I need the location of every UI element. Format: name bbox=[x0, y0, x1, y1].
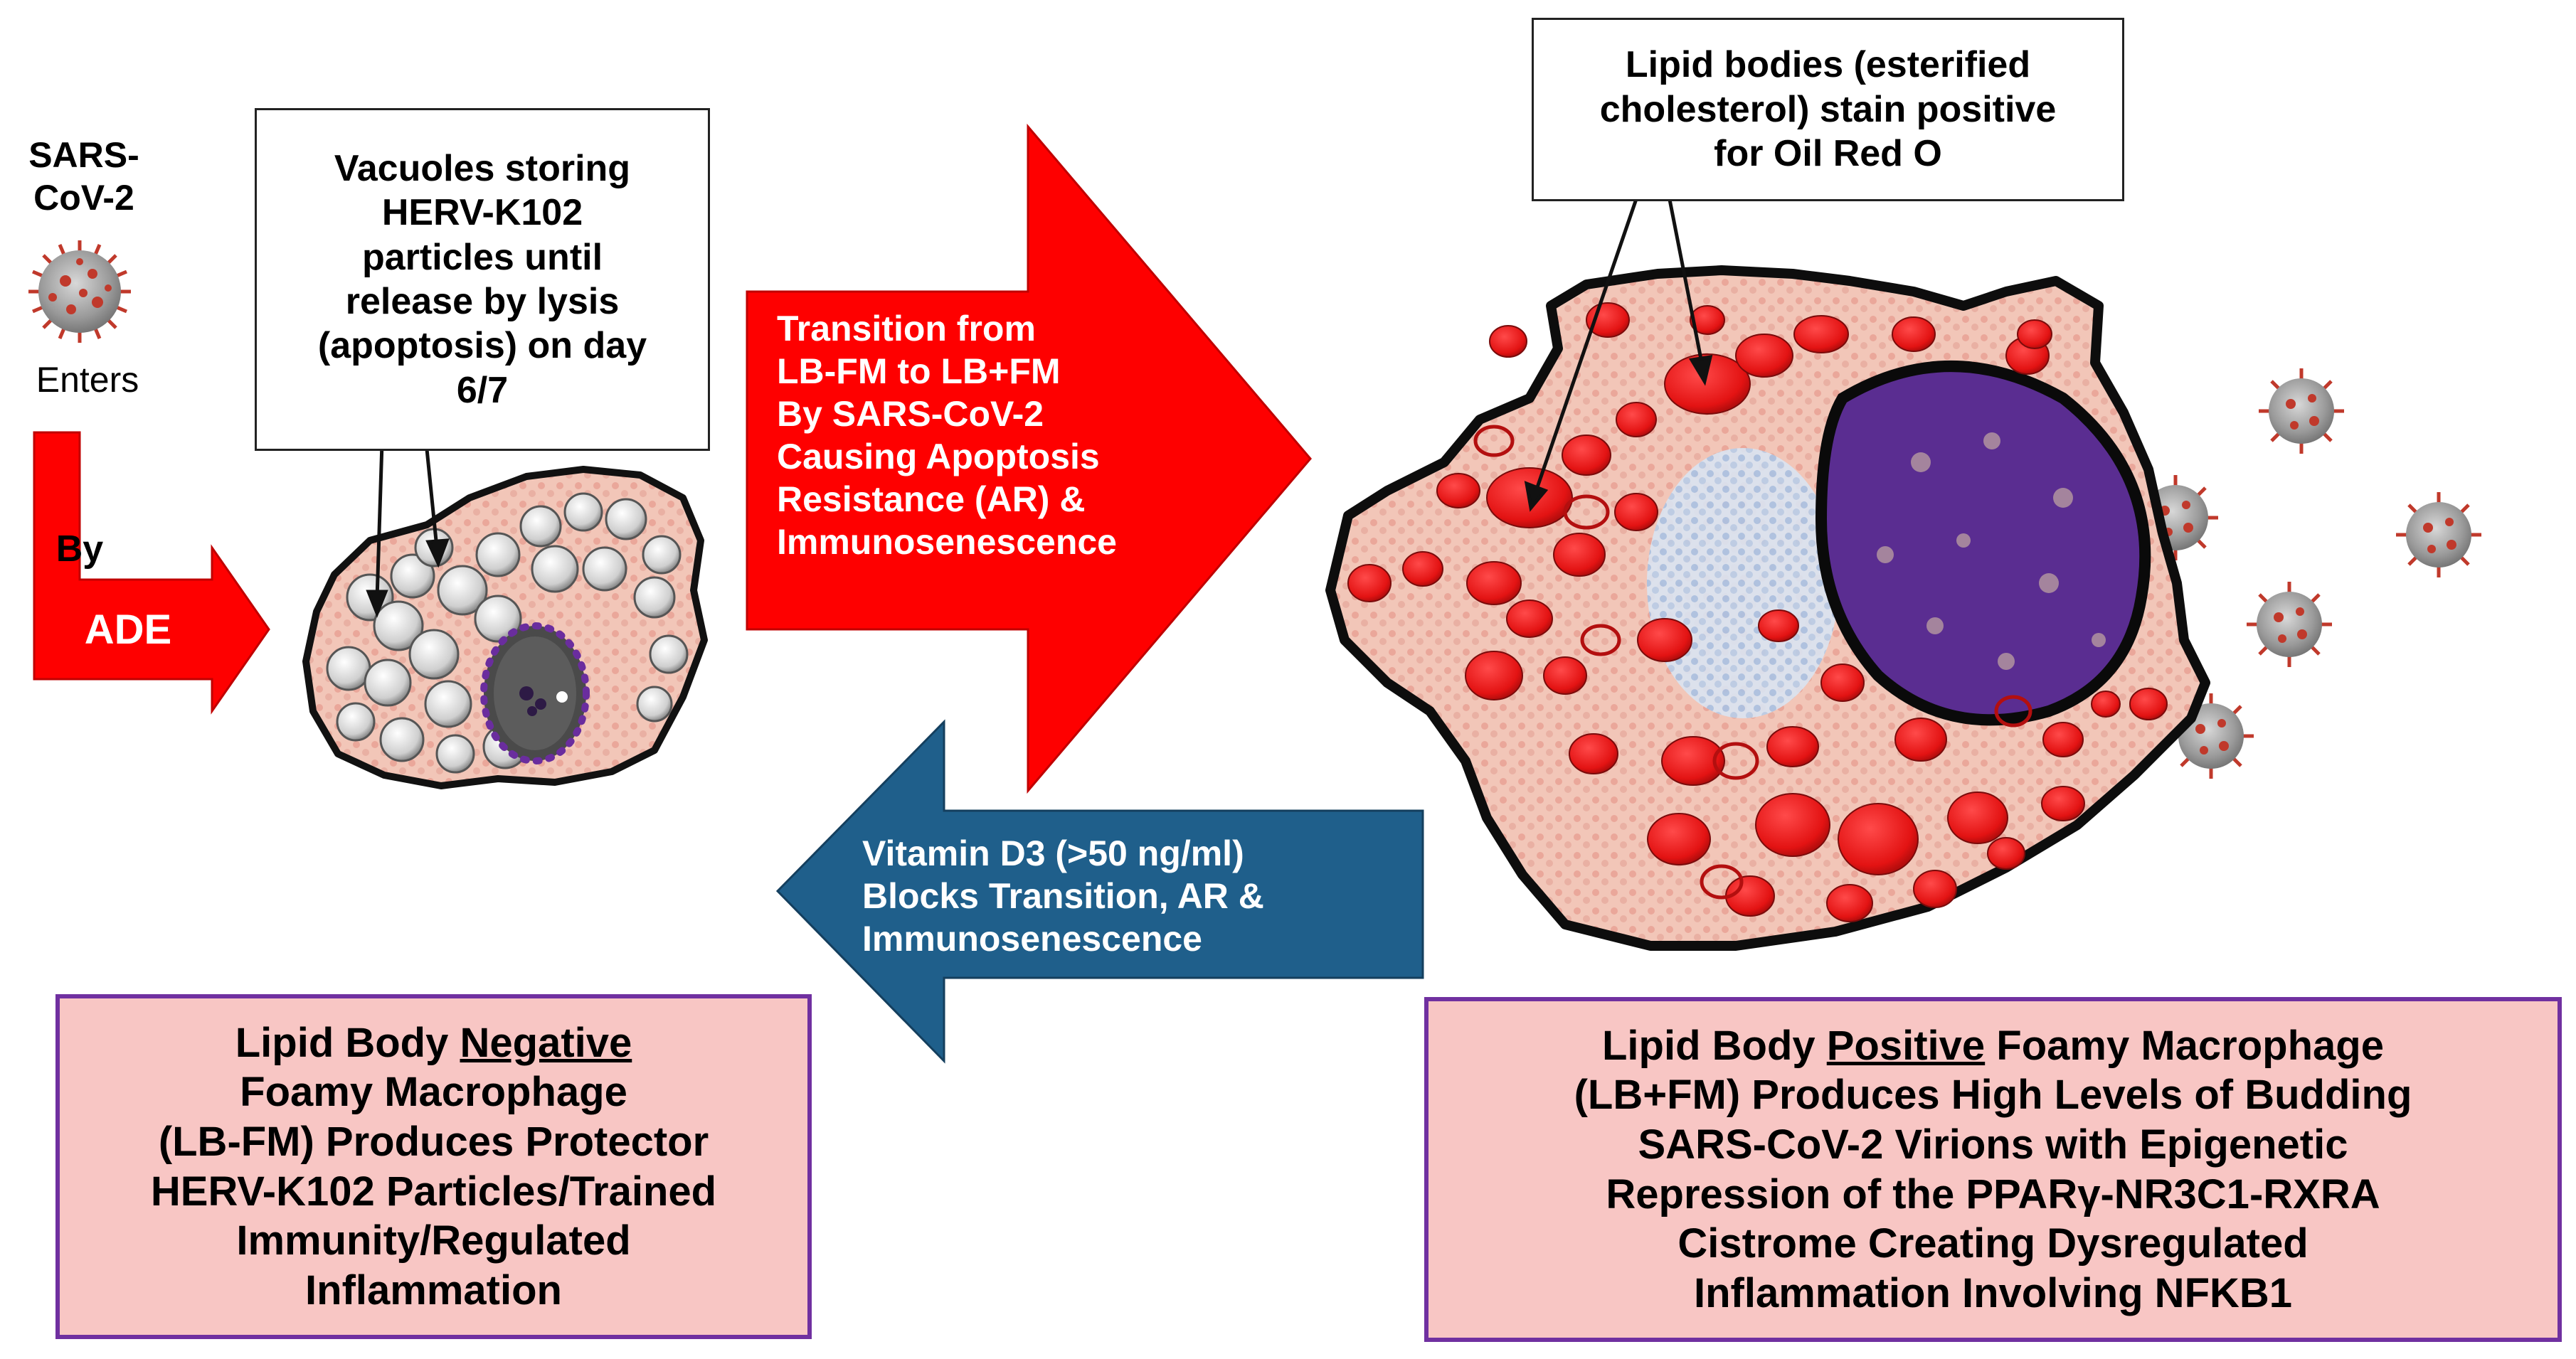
ade-arrow bbox=[33, 431, 270, 715]
positive-box-line: Inflammation Involving NFKB1 bbox=[1693, 1269, 2293, 1316]
negative-box-line: Foamy Macrophage bbox=[240, 1069, 627, 1116]
lb-plus-fm-description-box: Lipid Body Positive Foamy Macrophage (LB… bbox=[1424, 997, 2562, 1342]
budding-virion-icon bbox=[2396, 492, 2481, 577]
lb-fm-macrophage bbox=[302, 466, 708, 789]
budding-virion-icon bbox=[2259, 368, 2344, 454]
virus-label: SARS- CoV-2 bbox=[6, 134, 162, 219]
positive-box-title: Lipid Body Positive Foamy Macrophage bbox=[1602, 1021, 2384, 1071]
positive-emphasis: Positive bbox=[1826, 1022, 1986, 1069]
positive-box-prefix: Lipid Body bbox=[1602, 1022, 1827, 1069]
transition-arrow-shape bbox=[746, 123, 1312, 794]
by-label: By bbox=[55, 528, 104, 570]
positive-box-line: SARS-CoV-2 Virions with Epigenetic bbox=[1638, 1121, 2348, 1168]
vitamin-line: Blocks Transition, AR & bbox=[862, 876, 1264, 916]
transition-line: LB-FM to LB+FM bbox=[777, 351, 1061, 391]
vacuole-callout-line: Vacuoles storing bbox=[334, 147, 631, 189]
negative-box-line: HERV-K102 Particles/Trained bbox=[150, 1168, 717, 1215]
transition-line: By SARS-CoV-2 bbox=[777, 394, 1044, 434]
vacuole-callout-line: HERV-K102 bbox=[381, 192, 583, 234]
transition-line: Resistance (AR) & bbox=[777, 479, 1086, 519]
vacuole-callout-line: release by lysis bbox=[345, 281, 620, 322]
vacuole-callout-line: 6/7 bbox=[456, 369, 509, 411]
lipid-callout-line: for Oil Red O bbox=[1714, 133, 1942, 175]
budding-virion-icon bbox=[2247, 582, 2332, 667]
negative-box-prefix: Lipid Body bbox=[235, 1019, 460, 1066]
negative-box-title: Lipid Body Negative bbox=[235, 1018, 632, 1068]
lb-plus-fm-macrophage bbox=[1325, 265, 2210, 951]
lipid-callout-line: Lipid bodies (esterified bbox=[1625, 44, 2031, 86]
negative-emphasis: Negative bbox=[460, 1019, 632, 1066]
vitamin-line: Immunosenescence bbox=[862, 919, 1202, 959]
vacuole-callout: Vacuoles storing HERV-K102 particles unt… bbox=[255, 108, 710, 451]
transition-line: Causing Apoptosis bbox=[777, 437, 1100, 476]
vitamin-arrow-text: Vitamin D3 (>50 ng/ml) Blocks Transition… bbox=[862, 832, 1417, 960]
vitamin-line: Vitamin D3 (>50 ng/ml) bbox=[862, 833, 1244, 873]
vacuole-callout-line: particles until bbox=[361, 236, 603, 278]
negative-box-line: Inflammation bbox=[305, 1267, 562, 1313]
enters-label: Enters bbox=[36, 360, 139, 400]
lipid-callout: Lipid bodies (esterified cholesterol) st… bbox=[1532, 18, 2124, 201]
lb-fm-description-box: Lipid Body Negative Foamy Macrophage (LB… bbox=[55, 994, 812, 1339]
positive-box-line: Cistrome Creating Dysregulated bbox=[1677, 1220, 2309, 1267]
virus-label-line: CoV-2 bbox=[33, 178, 134, 218]
virus-label-line: SARS- bbox=[28, 135, 139, 175]
negative-box-line: Immunity/Regulated bbox=[236, 1217, 631, 1264]
lipid-pointer-lines bbox=[1524, 174, 1713, 512]
lipid-callout-line: cholesterol) stain positive bbox=[1599, 88, 2057, 130]
vacuole-callout-line: (apoptosis) on day bbox=[317, 325, 647, 367]
negative-box-line: (LB-FM) Produces Protector bbox=[158, 1118, 709, 1165]
ade-label: ADE bbox=[84, 607, 172, 653]
sars-cov-2-virus-icon bbox=[28, 240, 131, 343]
transition-arrow-text: Transition from LB-FM to LB+FM By SARS-C… bbox=[777, 307, 1218, 563]
positive-box-line: Repression of the PPARγ-NR3C1-RXRA bbox=[1606, 1171, 2380, 1217]
transition-line: Transition from bbox=[777, 309, 1036, 348]
positive-box-suffix: Foamy Macrophage bbox=[1985, 1022, 2384, 1069]
vitamin-arrow-shape bbox=[775, 719, 1424, 1064]
positive-box-line: (LB+FM) Produces High Levels of Budding bbox=[1574, 1072, 2412, 1119]
transition-line: Immunosenescence bbox=[777, 522, 1117, 562]
